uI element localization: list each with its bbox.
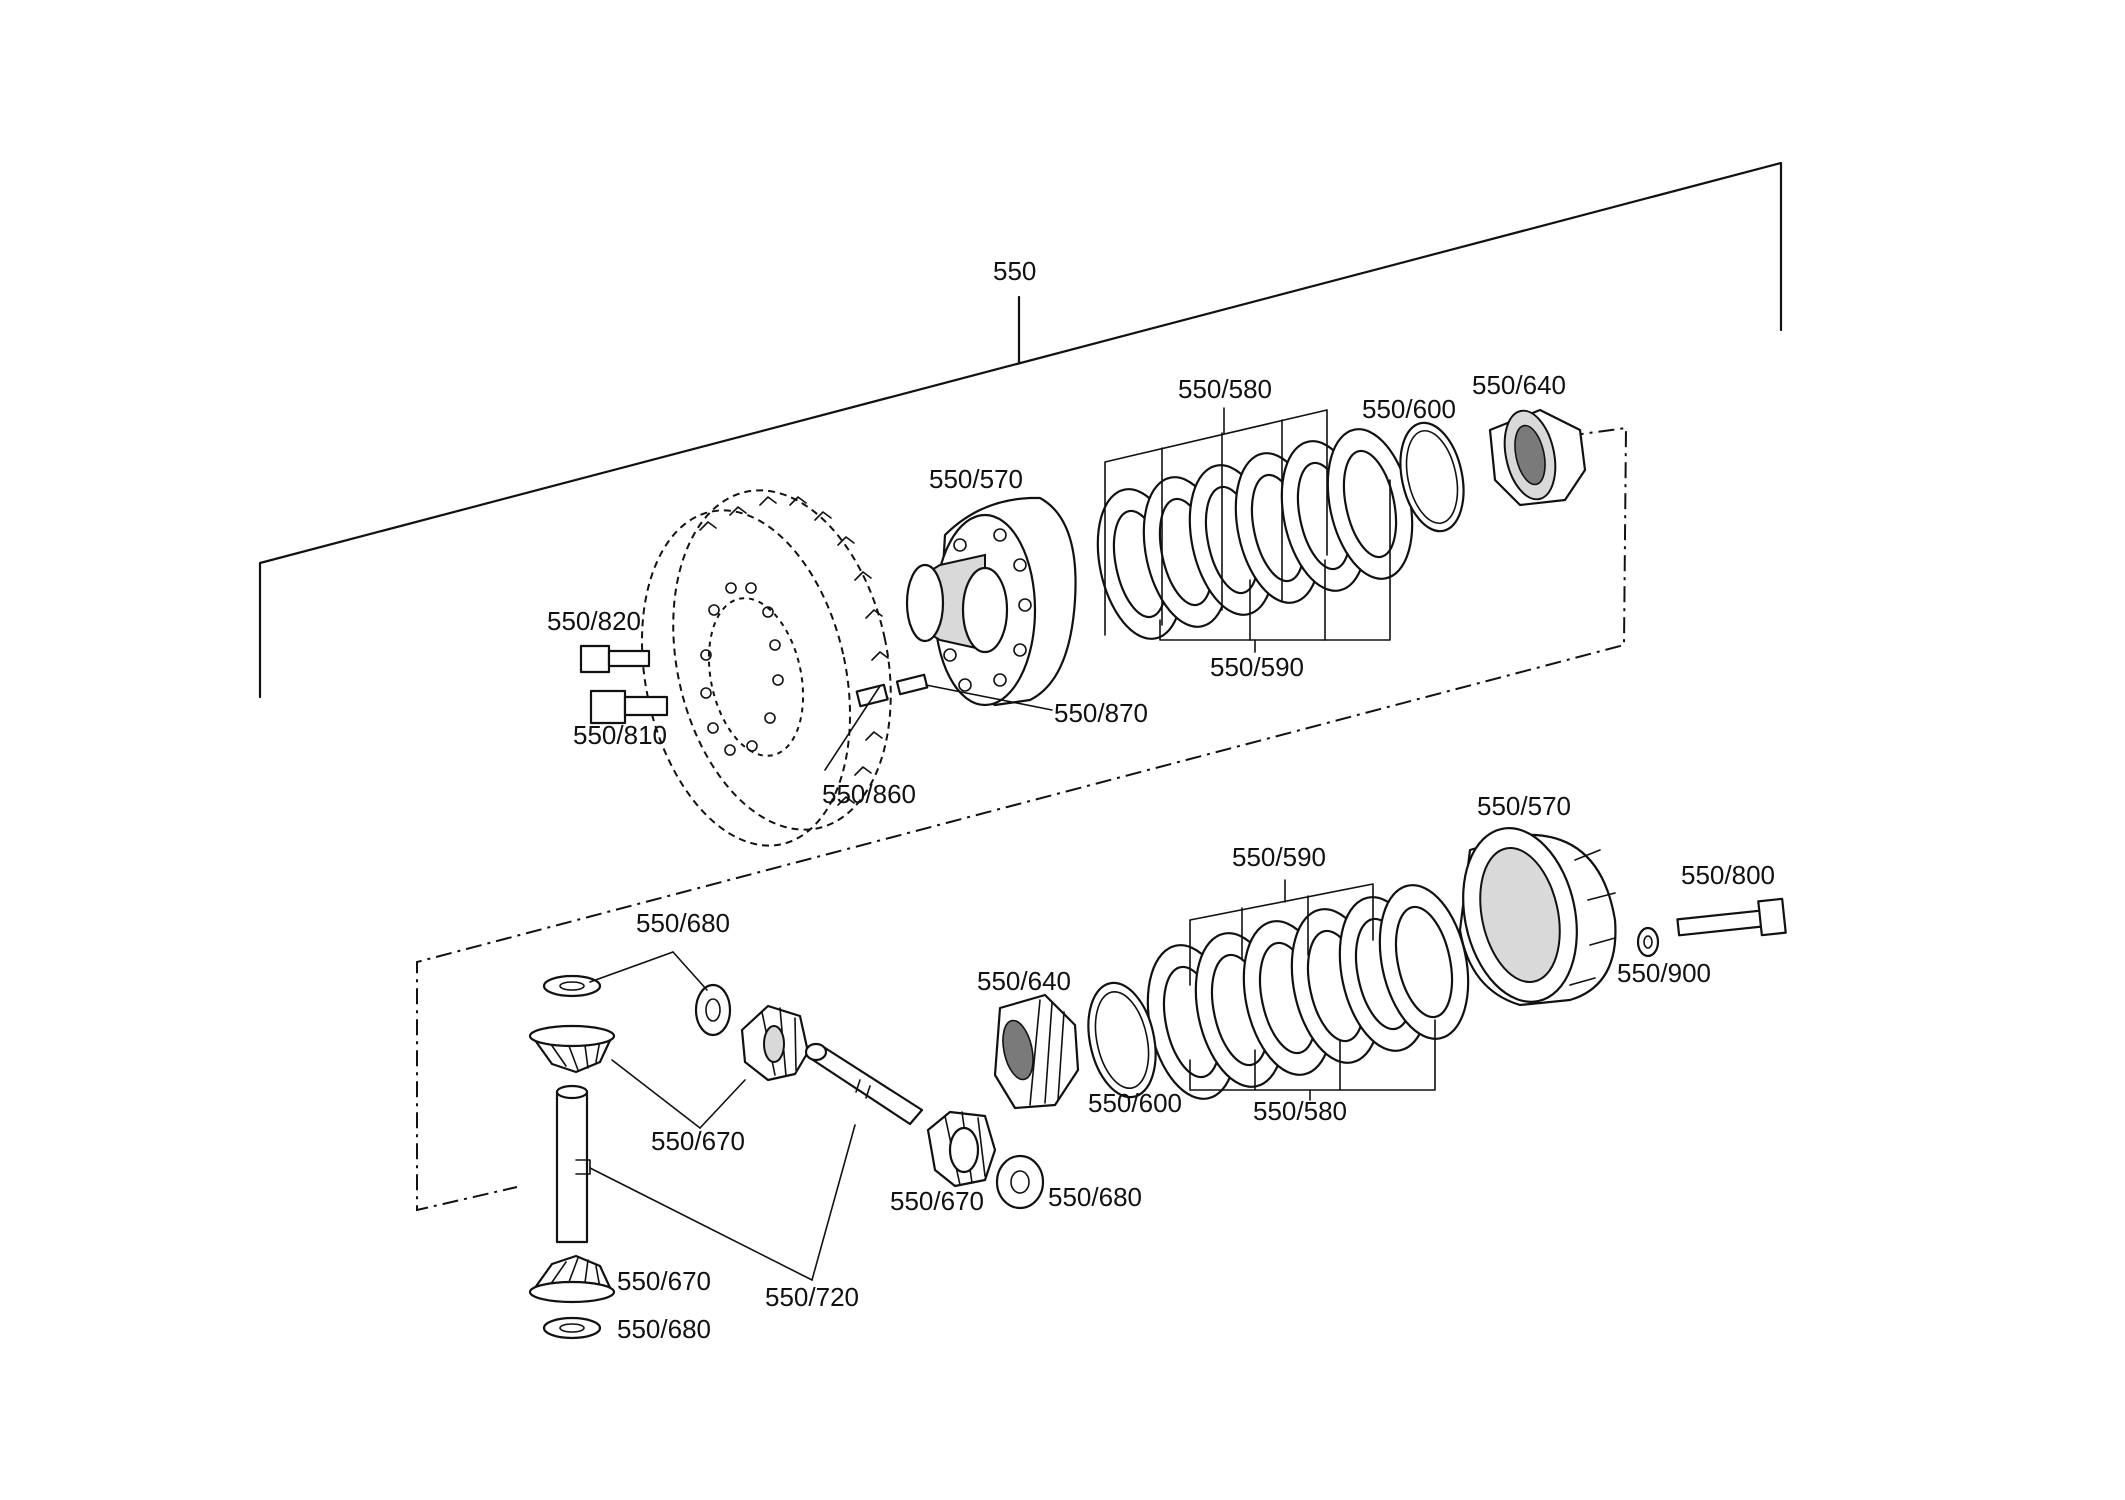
pinion-gear-top xyxy=(528,1024,616,1074)
label-pin-870: 550/870 xyxy=(1054,698,1148,728)
cross-shaft-vertical xyxy=(555,1084,591,1244)
label-pin-860: 550/860 xyxy=(822,779,916,809)
label-upper-side-gear: 550/640 xyxy=(1472,370,1566,400)
label-nut-900: 550/900 xyxy=(1617,958,1711,988)
upper-housing-holes xyxy=(943,528,1032,692)
label-pinion-left: 550/670 xyxy=(651,1126,745,1156)
pinion-gear-right xyxy=(926,1110,997,1188)
pin-870 xyxy=(895,673,929,696)
ring-gear xyxy=(640,489,892,847)
label-upper-washer: 550/600 xyxy=(1362,394,1456,424)
bolt-820 xyxy=(579,644,651,674)
upper-washer xyxy=(1399,421,1465,533)
label-cross-shaft: 550/720 xyxy=(765,1282,859,1312)
lower-housing xyxy=(1458,827,1617,1007)
label-bolt-810: 550/810 xyxy=(573,720,667,750)
bolt-810 xyxy=(589,689,669,725)
lower-clutch-plates xyxy=(1146,884,1470,1100)
callout-labels: 550 550/570 550/580 550/590 550/600 550/… xyxy=(547,256,1775,1344)
thrust-washer-left-mid xyxy=(694,983,732,1037)
label-lower-plates-outer: 550/580 xyxy=(1253,1096,1347,1126)
upper-housing xyxy=(905,496,1077,707)
cross-shaft-angled xyxy=(804,1042,924,1126)
label-thrust-washer-bottom: 550/680 xyxy=(617,1314,711,1344)
label-lower-side-gear: 550/640 xyxy=(977,966,1071,996)
label-upper-plates-inner: 550/590 xyxy=(1210,652,1304,682)
label-upper-plates-outer: 550/580 xyxy=(1178,374,1272,404)
upper-side-gear xyxy=(1488,408,1587,507)
label-upper-housing: 550/570 xyxy=(929,464,1023,494)
nut-900 xyxy=(1636,926,1660,958)
thrust-washer-bottom xyxy=(542,1316,602,1340)
label-thrust-washer-right: 550/680 xyxy=(1048,1182,1142,1212)
label-thrust-washer-top: 550/680 xyxy=(636,908,730,938)
pinion-gear-left xyxy=(740,1004,810,1082)
label-lower-housing: 550/570 xyxy=(1477,791,1571,821)
label-pinion-right: 550/670 xyxy=(890,1186,984,1216)
bolt-800 xyxy=(1676,897,1787,937)
assembly-bracket xyxy=(258,161,1783,699)
label-bolt-820: 550/820 xyxy=(547,606,641,636)
ring-gear-bolt-holes xyxy=(700,582,784,756)
upper-clutch-plates xyxy=(1096,428,1414,640)
label-lower-plates-inner: 550/590 xyxy=(1232,842,1326,872)
thrust-washer-top xyxy=(542,974,602,998)
ring-gear-teeth xyxy=(699,496,889,806)
leader-lines xyxy=(589,407,1436,1281)
label-lower-washer: 550/600 xyxy=(1088,1088,1182,1118)
lower-washer xyxy=(1087,981,1157,1099)
label-pinion-bottom: 550/670 xyxy=(617,1266,711,1296)
pin-860 xyxy=(855,683,889,708)
pinion-gear-bottom xyxy=(528,1254,616,1304)
subassembly-outline xyxy=(416,426,1628,1212)
label-bolt-800: 550/800 xyxy=(1681,860,1775,890)
label-assembly: 550 xyxy=(993,256,1036,286)
lower-side-gear xyxy=(993,993,1080,1110)
thrust-washer-right xyxy=(995,1154,1045,1210)
